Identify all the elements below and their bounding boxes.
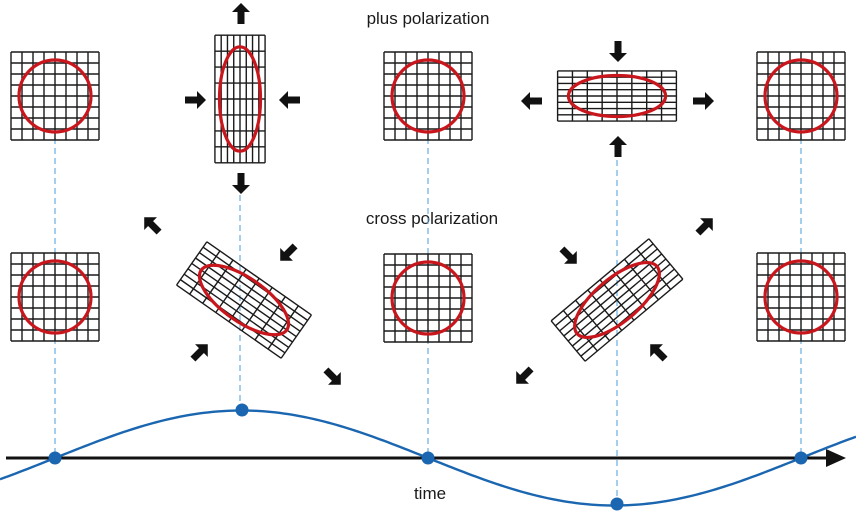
cross-panel-2 [177, 242, 312, 358]
plus-panel-4-grid [558, 71, 677, 121]
cross-panel-5-ring [765, 261, 837, 333]
plus-panel-2-grid [215, 35, 265, 163]
plus-panel-4-ring [568, 75, 665, 116]
wave-marker-2 [235, 403, 249, 417]
cross-panel-3-grid [384, 254, 472, 342]
deformation-panels [11, 35, 845, 361]
wave-marker-5 [794, 451, 808, 465]
cross-panel-2-ring [189, 252, 299, 347]
arrow-up-left-icon [650, 344, 668, 362]
cross-panel-1-grid [11, 253, 99, 341]
cross-panel-4-ring [563, 250, 671, 350]
plus-panel-1-grid [11, 52, 99, 140]
plus-panel-3-ring [392, 60, 464, 132]
cross-panel-1 [11, 253, 99, 341]
cross-panel-3-ring [392, 262, 464, 334]
plus-panel-5-ring [765, 60, 837, 132]
arrow-down-icon [232, 173, 250, 194]
arrow-left-icon [279, 91, 300, 109]
plus-panel-5 [757, 52, 845, 140]
plus-panel-3-grid [384, 52, 472, 140]
arrow-down-right-icon [323, 367, 341, 385]
cross-panel-5 [757, 253, 845, 341]
plus-panel-2-ring [219, 47, 260, 151]
cross-polarization-label: cross polarization [366, 209, 498, 228]
arrow-up-right-icon [190, 344, 208, 362]
cross-panel-3 [384, 254, 472, 342]
wave-marker-3 [421, 451, 435, 465]
wave-marker-1 [48, 451, 62, 465]
plus-polarization-label: plus polarization [367, 9, 490, 28]
force-arrows [144, 3, 714, 385]
arrow-down-icon [609, 41, 627, 62]
arrow-up-icon [609, 136, 627, 157]
arrow-down-left-icon [516, 366, 534, 384]
cross-panel-5-grid [757, 253, 845, 341]
plus-panel-3 [384, 52, 472, 140]
cross-panel-4 [551, 239, 683, 361]
plus-panel-4 [558, 71, 677, 121]
plus-panel-2 [215, 35, 265, 163]
arrow-right-icon [185, 91, 206, 109]
arrow-left-icon [521, 92, 542, 110]
arrow-up-left-icon [144, 217, 162, 235]
time-axis-arrowhead [826, 449, 846, 467]
arrow-down-left-icon [280, 243, 298, 261]
cross-panel-1-ring [19, 261, 91, 333]
plus-panel-1-ring [19, 60, 91, 132]
arrow-right-icon [693, 92, 714, 110]
time-axis [0, 403, 856, 511]
arrow-up-right-icon [695, 218, 713, 236]
plus-panel-5-grid [757, 52, 845, 140]
wave-marker-4 [610, 497, 624, 511]
plus-panel-1 [11, 52, 99, 140]
arrow-up-icon [232, 3, 250, 24]
time-axis-label: time [414, 484, 446, 503]
arrow-down-right-icon [559, 246, 577, 264]
